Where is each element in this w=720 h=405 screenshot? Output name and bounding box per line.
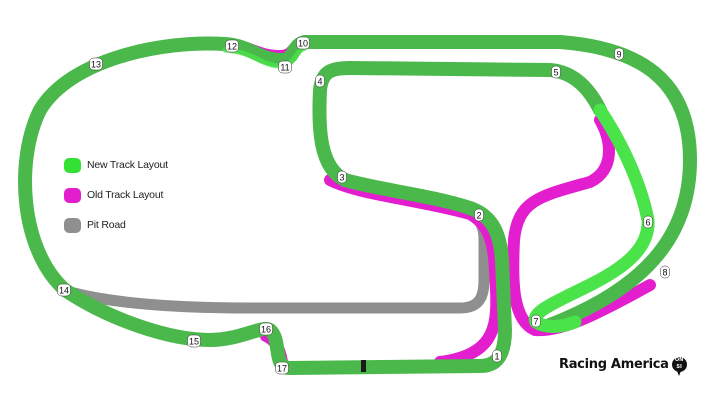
turn-marker-11: 11 [278,60,292,74]
turn-marker-5: 5 [551,65,561,79]
brand-logo: Racing America ON SI [559,357,687,376]
svg-text:6: 6 [645,218,650,228]
turn-marker-17: 17 [275,361,289,375]
turn-marker-2: 2 [474,208,484,222]
pit-road-swatch [64,217,81,233]
svg-text:9: 9 [616,50,621,60]
svg-text:3: 3 [339,173,344,183]
svg-text:4: 4 [317,77,322,87]
turn-marker-7: 7 [531,314,541,328]
svg-text:10: 10 [298,39,308,49]
turn-marker-12: 12 [225,39,239,53]
legend-item-pit-road: Pit Road [64,210,168,240]
old-track-swatch [64,187,81,203]
start-finish-line [361,360,366,372]
svg-text:15: 15 [189,337,199,347]
svg-text:2: 2 [476,211,481,221]
turn-marker-4: 4 [315,74,325,88]
turn-marker-15: 15 [187,334,201,348]
turn-marker-6: 6 [643,215,653,229]
svg-text:1: 1 [494,352,499,362]
new-track-swatch [64,157,81,173]
turn-marker-9: 9 [614,47,624,61]
legend-label: Old Track Layout [87,189,164,201]
legend-item-new-track: New Track Layout [64,150,168,180]
legend-label: New Track Layout [87,159,168,171]
svg-text:7: 7 [533,317,538,327]
turn-marker-16: 16 [259,322,273,336]
legend-item-old-track: Old Track Layout [64,180,168,210]
svg-text:12: 12 [227,42,237,52]
si-pin-icon: ON SI [671,357,687,376]
svg-text:16: 16 [261,325,271,335]
svg-text:17: 17 [277,364,287,374]
svg-text:11: 11 [280,63,289,73]
svg-text:13: 13 [91,60,101,70]
turn-marker-14: 14 [57,283,71,297]
turn-marker-8: 8 [660,265,670,279]
turn-marker-10: 10 [296,36,310,50]
legend-label: Pit Road [87,219,126,231]
turn-marker-1: 1 [492,349,502,363]
svg-text:8: 8 [662,268,667,278]
brand-name: Racing America [559,357,669,372]
svg-text:5: 5 [553,68,558,78]
turn-marker-3: 3 [337,170,347,184]
turn-marker-13: 13 [89,57,103,71]
svg-text:14: 14 [59,286,69,296]
legend: New Track Layout Old Track Layout Pit Ro… [64,150,168,240]
